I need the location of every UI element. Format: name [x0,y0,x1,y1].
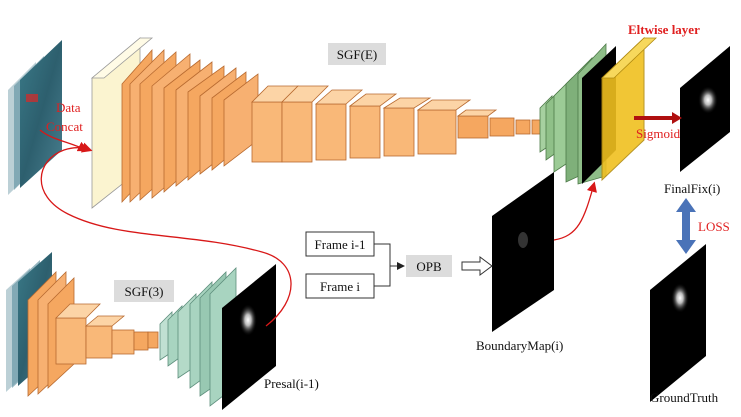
opb-to-boundary-arrow [461,256,493,276]
sgf-3-label: SGF(3) [124,284,163,299]
data-label: Data [56,100,81,115]
sigmoid-arrow [634,112,682,124]
boundary-map [492,172,554,332]
frame-cur-box: Frame i [305,273,375,299]
loss-arrow [676,198,696,254]
input-image-stack-top [8,40,62,195]
presal-map [222,264,276,410]
finalfix-map [680,46,730,172]
presal-label: Presal(i-1) [264,376,319,391]
loss-label: LOSS [698,219,730,234]
ground-truth-label: GroundTruth [650,390,719,405]
eltwise-label: Eltwise layer [628,22,700,37]
sgf-3-tag: SGF(3) [114,280,174,302]
opb-tag: OPB [406,255,452,277]
sgf-e-tag: SGF(E) [328,43,386,65]
eltwise-layer [601,36,657,182]
frame-prev-box: Frame i-1 [305,231,375,257]
final-fix-label: FinalFix(i) [664,181,720,196]
flow-arrows-red [39,129,597,327]
opb-label: OPB [416,259,442,274]
sigmoid-label: Sigmoid [636,126,681,141]
frame-prev-label: Frame i-1 [315,237,366,252]
frame-cur-label: Frame i [320,279,360,294]
concat-label: Concat [46,119,83,134]
encoder-layers [121,48,543,204]
sgf-e-label: SGF(E) [337,47,377,62]
opb-connectors [374,243,405,287]
groundtruth-map [650,244,706,402]
sgf3-encoder-layers [27,271,159,397]
boundary-map-label: BoundaryMap(i) [476,338,563,353]
